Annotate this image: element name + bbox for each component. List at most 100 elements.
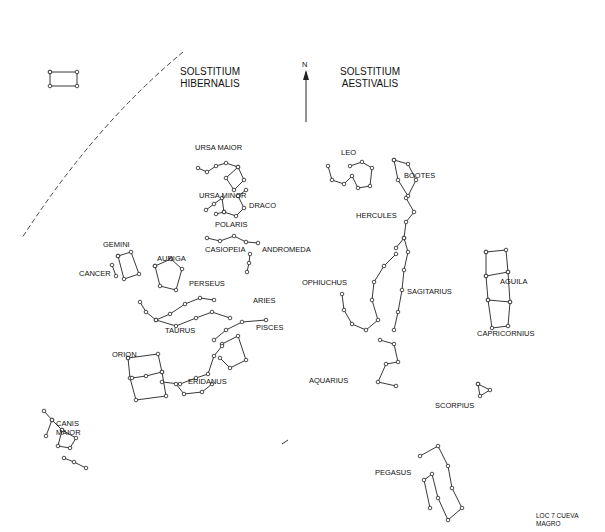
star-dot — [342, 308, 346, 312]
star-dot — [402, 236, 406, 240]
star-dot — [212, 202, 216, 206]
star-dot — [48, 70, 52, 74]
star-dot — [418, 454, 422, 458]
star-dot — [174, 382, 178, 386]
star-dot — [476, 382, 480, 386]
star-dot — [232, 234, 236, 238]
constellation-name: AQUARIUS — [309, 376, 348, 385]
constellation-line — [394, 198, 414, 330]
star-dot — [350, 322, 354, 326]
constellation-name: SOLSTITIUM HIBERNALIS — [172, 66, 248, 89]
star-dot — [218, 239, 222, 243]
constellation-name: CANIS MAIOR — [56, 419, 90, 437]
star-dot — [114, 274, 118, 278]
star-dot — [138, 300, 142, 304]
star-dot — [62, 456, 66, 460]
star-dot — [240, 320, 244, 324]
constellation-line — [328, 162, 372, 188]
constellation-line — [378, 340, 398, 386]
constellation-lines — [44, 72, 510, 520]
constellation-name: SCORPIUS — [435, 401, 474, 410]
star-dot — [396, 310, 400, 314]
star-dot — [376, 318, 380, 322]
star-dot — [144, 310, 148, 314]
star-dot — [48, 70, 52, 74]
constellation-name: AURIGA — [157, 254, 186, 263]
star-dot — [200, 390, 204, 394]
star-dot — [224, 328, 228, 332]
constellation-line — [140, 298, 214, 320]
star-dot — [158, 284, 162, 288]
constellation-line — [118, 252, 139, 279]
star-dot — [205, 236, 209, 240]
star-dot — [129, 250, 133, 254]
constellation-name: POLARIS — [215, 220, 248, 229]
star-dot — [360, 160, 364, 164]
star-dot — [116, 254, 120, 258]
star-dot — [224, 176, 228, 180]
constellation-line — [420, 446, 462, 520]
constellation-line — [486, 272, 508, 276]
star-dot — [404, 196, 408, 200]
star-dot — [396, 178, 400, 182]
star-dot — [212, 298, 216, 302]
star-dot — [430, 472, 434, 476]
star-dot — [382, 264, 386, 268]
star-dot — [182, 392, 186, 396]
constellation-name: N — [302, 60, 307, 69]
constellation-line — [46, 420, 52, 436]
constellation-line — [247, 254, 250, 272]
constellation-line — [156, 312, 230, 326]
star-dot — [134, 398, 138, 402]
constellation-name: PISCES — [256, 323, 284, 332]
star-dot — [436, 496, 440, 500]
star-dot — [198, 296, 202, 300]
star-dot — [356, 186, 360, 190]
star-dot — [234, 214, 238, 218]
star-dot — [392, 328, 396, 332]
constellation-line — [132, 372, 162, 378]
star-dot — [486, 298, 490, 302]
star-dot — [476, 382, 480, 386]
constellation-name: CAPRICORNIUS — [477, 329, 535, 338]
constellation-name: ANDROMEDA — [262, 245, 311, 254]
star-dot — [330, 178, 334, 182]
star-dot — [42, 409, 46, 413]
star-dot — [160, 370, 164, 374]
star-dot — [205, 170, 209, 174]
star-dot — [378, 338, 382, 342]
constellation-name: GEMINI — [103, 240, 130, 249]
star-dot — [153, 264, 157, 268]
star-dot — [153, 264, 157, 268]
star-dot — [244, 358, 248, 362]
star-dot — [446, 464, 450, 468]
star-dot — [376, 380, 380, 384]
star-dot — [348, 164, 352, 168]
star-dot — [236, 334, 240, 338]
star-dot — [406, 250, 410, 254]
star-dot — [412, 210, 416, 214]
tick-mark — [282, 440, 288, 444]
star-dot — [402, 268, 406, 272]
constellation-name: AGUILA — [500, 277, 528, 286]
star-dot — [506, 270, 510, 274]
star-dot — [180, 267, 184, 271]
constellation-name: ARIES — [253, 296, 276, 305]
constellation-line — [486, 250, 510, 328]
star-dot — [402, 236, 406, 240]
star-dot — [384, 362, 388, 366]
star-dot — [422, 478, 426, 482]
star-dot — [506, 324, 510, 328]
star-dot — [218, 356, 222, 360]
star-dot — [116, 254, 120, 258]
star-dot — [264, 318, 268, 322]
star-dot — [242, 206, 246, 210]
star-dot — [406, 162, 410, 166]
star-dot — [484, 250, 488, 254]
star-dot — [50, 418, 54, 422]
star-dot — [214, 164, 218, 168]
star-dot — [392, 158, 396, 162]
star-dot — [256, 241, 260, 245]
star-dot — [404, 220, 408, 224]
star-dot — [50, 418, 54, 422]
